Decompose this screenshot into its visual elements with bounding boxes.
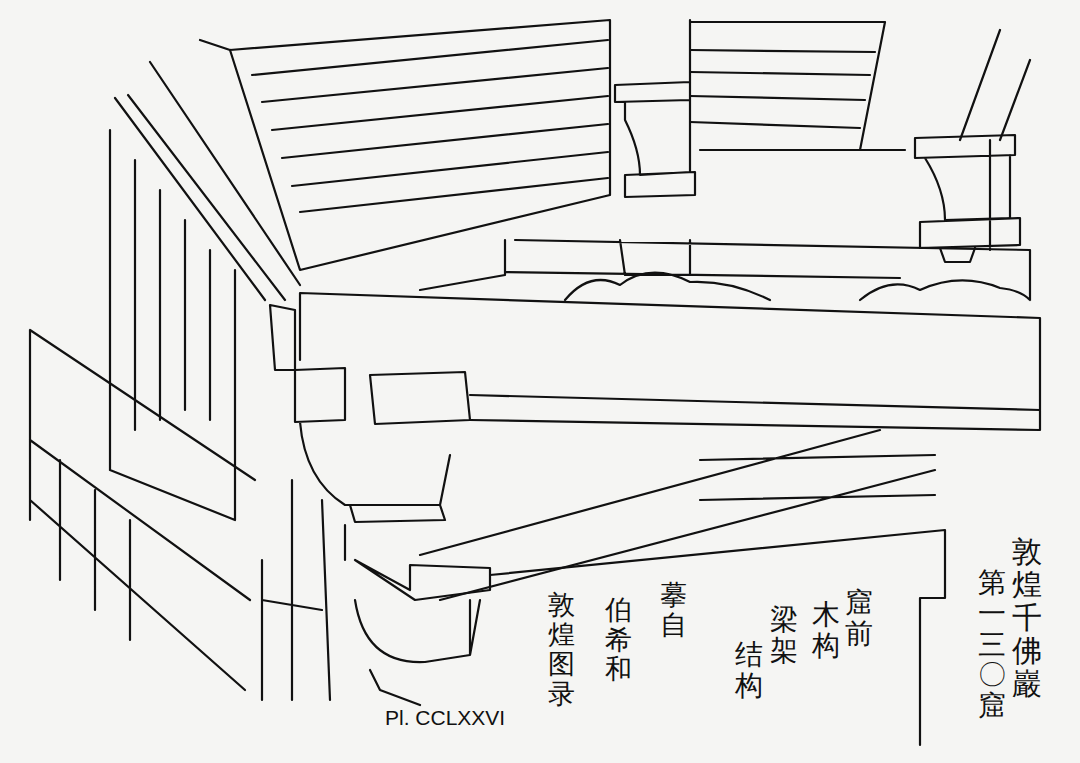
bracket-upper (615, 20, 695, 197)
bracket-set (270, 305, 490, 705)
vertical-inscription: 结构 (735, 640, 763, 702)
column (262, 480, 330, 700)
panel-wall (110, 98, 265, 520)
vertical-inscription: 摹自 (660, 580, 687, 639)
vertical-inscription: 窟前 (845, 588, 873, 650)
vertical-inscription: 木构 (812, 600, 840, 662)
plate-number: Pl. CCLXXVI (385, 706, 505, 730)
purlin-band (420, 240, 1030, 300)
upper-planks (690, 22, 1030, 150)
vertical-inscription: 第一三〇窟 (978, 568, 1006, 722)
vertical-inscription: 敦煌千佛巖 (1012, 535, 1042, 700)
vertical-inscription: 伯希和 (605, 595, 632, 684)
lower-wall (30, 330, 255, 690)
vertical-inscription: 敦煌图录 (548, 590, 575, 709)
plank-wall (230, 20, 610, 270)
bracket-upper (915, 135, 1020, 262)
main-beam (300, 293, 1040, 430)
planks (252, 40, 608, 212)
vertical-inscription: 梁架 (770, 605, 798, 667)
eave-edge (128, 40, 300, 300)
lower-block (490, 530, 945, 745)
